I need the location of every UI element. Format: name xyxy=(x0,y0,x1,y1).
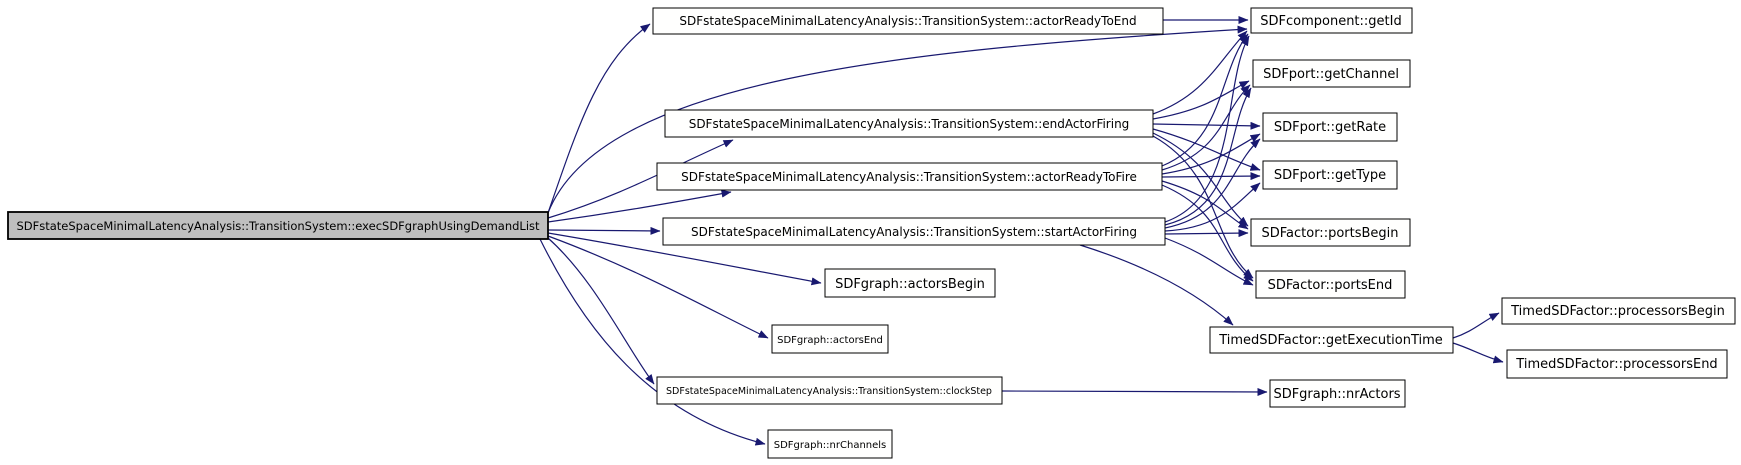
node-getChannel[interactable]: SDFport::getChannel xyxy=(1252,59,1411,88)
edge-exec-to-actorReadyToEnd xyxy=(547,23,651,214)
edge-endActorFiring-to-portsBegin xyxy=(1152,132,1249,227)
node-startActorFiring[interactable]: SDFstateSpaceMinimalLatencyAnalysis::Tra… xyxy=(662,217,1166,246)
node-getExecutionTime[interactable]: TimedSDFactor::getExecutionTime xyxy=(1209,326,1454,354)
node-label: SDFgraph::actorsBegin xyxy=(835,277,985,292)
node-label: SDFstateSpaceMinimalLatencyAnalysis::Tra… xyxy=(691,225,1137,239)
edge-endActorFiring-to-getId xyxy=(1152,30,1248,115)
node-actorsBegin[interactable]: SDFgraph::actorsBegin xyxy=(824,268,996,298)
node-label: TimedSDFactor::processorsEnd xyxy=(1515,357,1717,372)
node-portsBegin[interactable]: SDFactor::portsBegin xyxy=(1250,218,1411,247)
edges-layer xyxy=(539,16,1504,446)
node-getType[interactable]: SDFport::getType xyxy=(1262,160,1398,190)
node-label: SDFstateSpaceMinimalLatencyAnalysis::Tra… xyxy=(666,386,992,397)
node-label: SDFactor::portsBegin xyxy=(1261,226,1398,241)
edge-startActorFiring-to-portsEnd xyxy=(1164,237,1254,286)
node-label: SDFgraph::nrChannels xyxy=(774,440,887,451)
edge-exec-to-clockStep xyxy=(547,237,655,385)
node-label: SDFactor::portsEnd xyxy=(1268,278,1393,293)
edge-exec-to-actorsBegin xyxy=(547,232,822,286)
edge-startActorFiring-to-getType xyxy=(1164,182,1261,232)
edge-startActorFiring-to-getRate xyxy=(1164,138,1261,229)
edge-getExecutionTime-to-processorsEnd xyxy=(1452,342,1504,364)
node-processorsEnd[interactable]: TimedSDFactor::processorsEnd xyxy=(1506,349,1728,379)
node-execSDFgraphUsingDemandList[interactable]: SDFstateSpaceMinimalLatencyAnalysis::Tra… xyxy=(7,211,549,240)
node-label: TimedSDFactor::getExecutionTime xyxy=(1218,333,1443,348)
edge-startActorFiring-to-getExecutionTime xyxy=(1079,244,1234,326)
edge-actorReadyToFire-to-getType xyxy=(1161,172,1261,181)
edge-actorReadyToFire-to-getChannel xyxy=(1161,84,1251,171)
node-label: SDFgraph::nrActors xyxy=(1273,387,1400,402)
edge-actorReadyToFire-to-getId xyxy=(1161,33,1249,167)
edge-startActorFiring-to-getId xyxy=(1164,35,1250,223)
node-endActorFiring[interactable]: SDFstateSpaceMinimalLatencyAnalysis::Tra… xyxy=(664,109,1154,138)
node-getRate[interactable]: SDFport::getRate xyxy=(1262,112,1398,142)
node-nrActors[interactable]: SDFgraph::nrActors xyxy=(1269,379,1406,408)
node-label: SDFport::getRate xyxy=(1274,120,1386,135)
edge-endActorFiring-to-getType xyxy=(1152,128,1261,171)
node-actorReadyToEnd[interactable]: SDFstateSpaceMinimalLatencyAnalysis::Tra… xyxy=(652,7,1164,35)
edge-clockStep-to-nrActors xyxy=(1001,387,1268,396)
edge-exec-to-getId xyxy=(547,25,1248,214)
node-actorsEnd[interactable]: SDFgraph::actorsEnd xyxy=(771,324,889,354)
edge-exec-to-startActorFiring xyxy=(547,226,661,235)
node-label: SDFstateSpaceMinimalLatencyAnalysis::Tra… xyxy=(689,117,1130,131)
node-nrChannels[interactable]: SDFgraph::nrChannels xyxy=(767,429,893,459)
edge-getExecutionTime-to-processorsBegin xyxy=(1452,312,1500,339)
node-label: SDFcomponent::getId xyxy=(1260,14,1401,29)
edge-exec-to-actorsEnd xyxy=(547,235,769,339)
node-label: SDFstateSpaceMinimalLatencyAnalysis::Tra… xyxy=(679,14,1136,28)
node-label: SDFstateSpaceMinimalLatencyAnalysis::Tra… xyxy=(16,219,540,233)
edge-endActorFiring-to-portsEnd xyxy=(1152,135,1254,279)
node-label: TimedSDFactor::processorsBegin xyxy=(1510,304,1725,319)
edge-exec-to-endActorFiring xyxy=(547,139,734,219)
edge-actorReadyToFire-to-portsEnd xyxy=(1161,184,1254,282)
node-getId[interactable]: SDFcomponent::getId xyxy=(1250,7,1413,34)
node-label: SDFgraph::actorsEnd xyxy=(777,335,883,346)
node-label: SDFport::getChannel xyxy=(1263,67,1399,82)
edge-endActorFiring-to-getRate xyxy=(1152,121,1261,130)
node-label: SDFport::getType xyxy=(1274,168,1386,183)
node-clockStep[interactable]: SDFstateSpaceMinimalLatencyAnalysis::Tra… xyxy=(656,376,1003,405)
edge-exec-to-actorReadyToFire xyxy=(547,189,732,223)
node-actorReadyToFire[interactable]: SDFstateSpaceMinimalLatencyAnalysis::Tra… xyxy=(656,162,1163,191)
edge-actorReadyToFire-to-portsBegin xyxy=(1161,180,1249,230)
node-processorsBegin[interactable]: TimedSDFactor::processorsBegin xyxy=(1501,297,1736,325)
edge-exec-to-nrChannels xyxy=(539,238,766,446)
edge-startActorFiring-to-portsBegin xyxy=(1164,229,1249,238)
node-label: SDFstateSpaceMinimalLatencyAnalysis::Tra… xyxy=(681,170,1137,184)
node-portsEnd[interactable]: SDFactor::portsEnd xyxy=(1255,270,1406,299)
edge-startActorFiring-to-getChannel xyxy=(1164,87,1252,226)
